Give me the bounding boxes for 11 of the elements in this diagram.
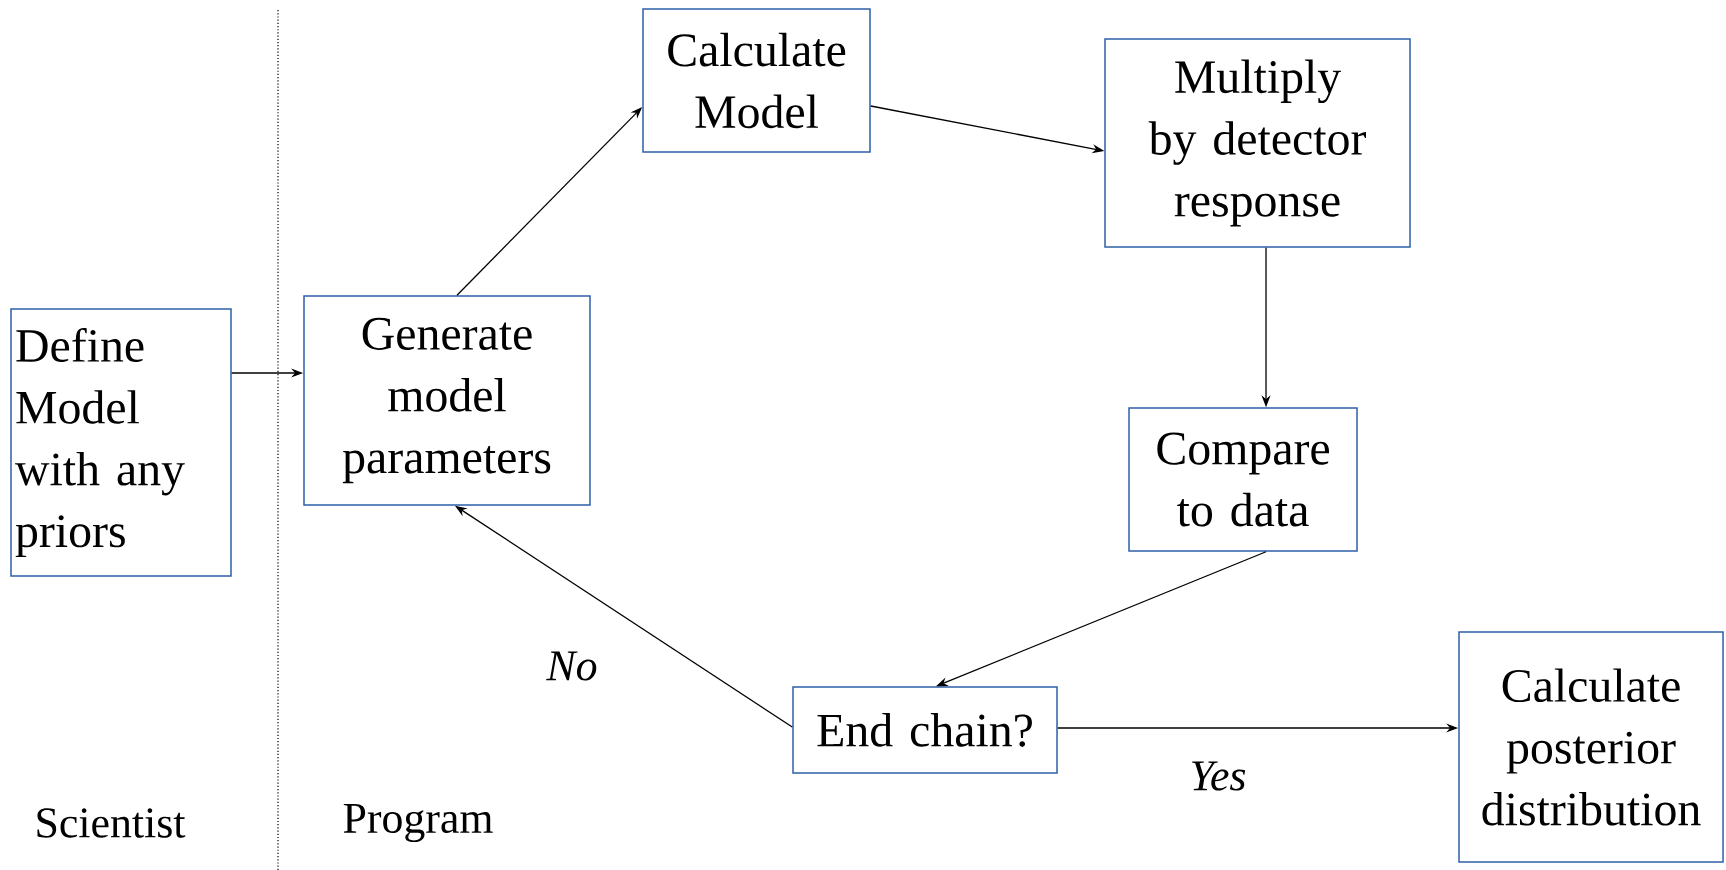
process-box: Generate model parameters	[303, 295, 591, 506]
process-box: End chain?	[792, 686, 1058, 774]
process-box: Define Model with any priors	[10, 308, 232, 577]
lane-label: Scientist	[37, 808, 186, 838]
process-box: Compare to data	[1128, 407, 1358, 552]
edge-label: No	[544, 649, 600, 683]
lane-label: Program	[343, 803, 493, 843]
process-box: Calculate Model	[642, 8, 871, 153]
process-box: Calculate posterior distribution	[1458, 631, 1724, 863]
edge-label: Yes	[1187, 759, 1249, 793]
process-box: Multiply by detector response	[1104, 38, 1411, 248]
